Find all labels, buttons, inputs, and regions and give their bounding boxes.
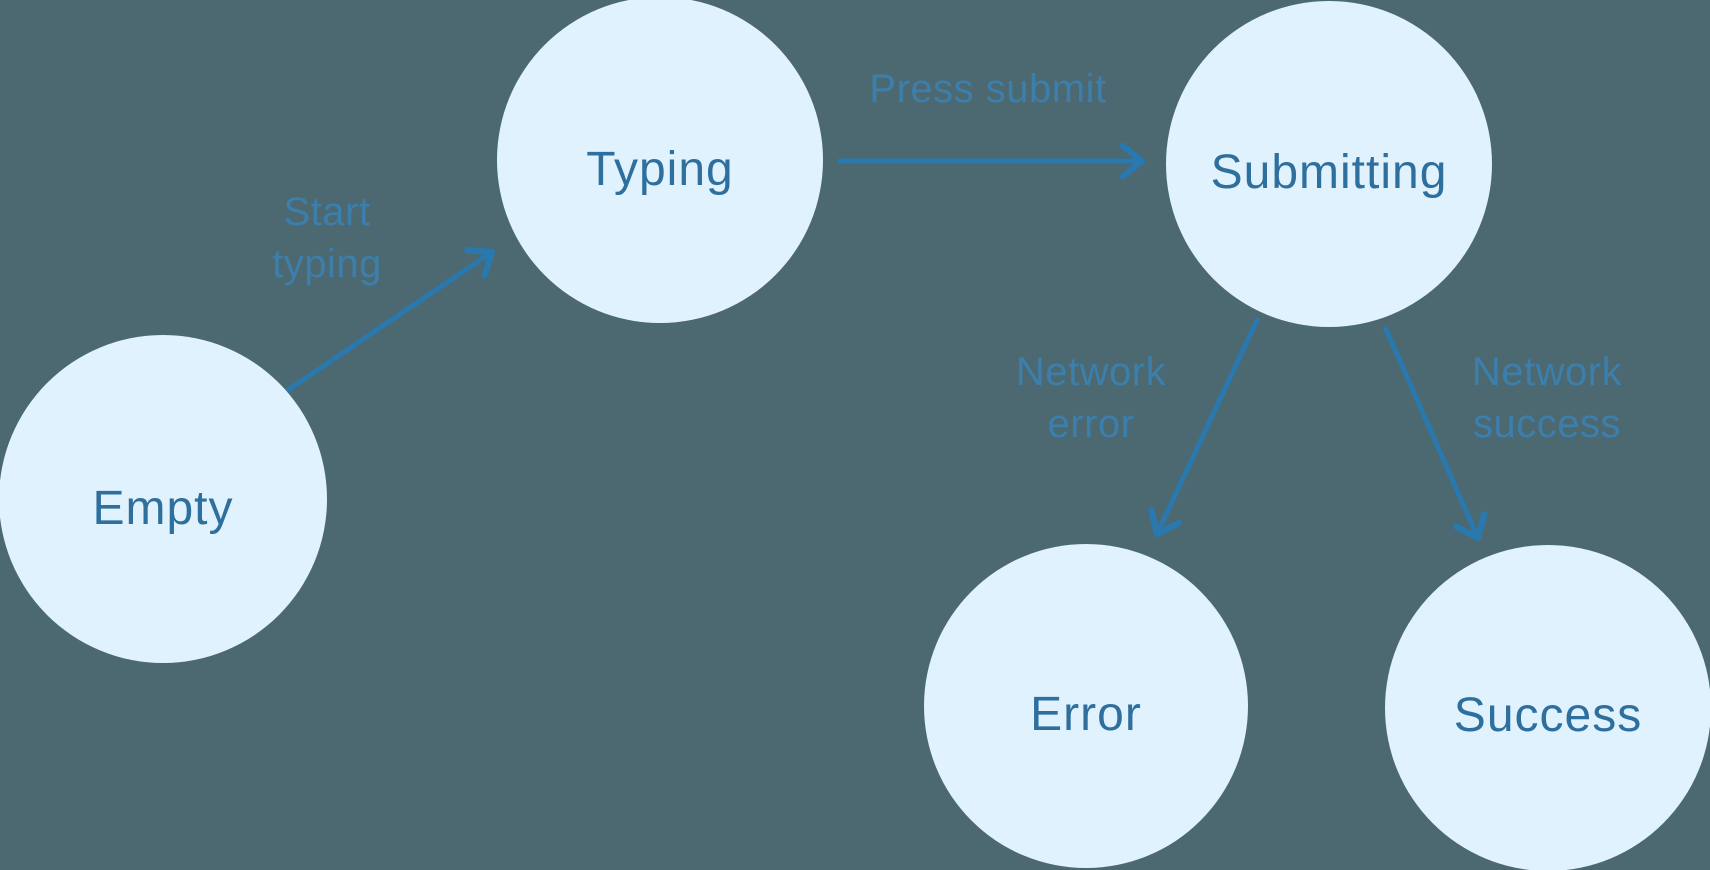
- transition-label-start-typing-line1: Start: [284, 190, 371, 234]
- transition-label-network-success-line1: Network: [1472, 350, 1623, 394]
- state-node-success: Success: [1385, 545, 1710, 870]
- transition-label-press-submit: Press submit: [869, 67, 1106, 111]
- transition-arrow-empty-to-typing: [283, 246, 496, 395]
- state-label-empty: Empty: [92, 482, 233, 535]
- transition-label-start-typing-line2: typing: [272, 242, 382, 286]
- state-label-success: Success: [1454, 689, 1642, 742]
- transition-label-network-success-line2: success: [1473, 402, 1621, 446]
- state-circle-error: [924, 544, 1248, 868]
- state-label-error: Error: [1030, 688, 1142, 741]
- state-circle-typing: [497, 0, 823, 323]
- transition-arrow-submitting-to-success: [1382, 325, 1488, 542]
- state-label-submitting: Submitting: [1211, 146, 1448, 199]
- state-circle-submitting: [1166, 1, 1492, 327]
- transition-label-network-error-line2: error: [1048, 402, 1135, 446]
- state-node-submitting: Submitting: [1166, 1, 1492, 327]
- state-node-typing: Typing: [497, 0, 823, 323]
- transitions: [283, 142, 1488, 542]
- transition-label-network-error-line1: Network: [1016, 350, 1167, 394]
- transition-arrow-submitting-to-error: [1148, 316, 1261, 538]
- state-circle-empty: [0, 335, 327, 663]
- state-label-typing: Typing: [586, 143, 733, 196]
- state-circle-success: [1385, 545, 1710, 870]
- transition-labels: Start typing Press submit Network error …: [272, 67, 1622, 446]
- state-node-empty: Empty: [0, 335, 327, 663]
- state-node-error: Error: [924, 544, 1248, 868]
